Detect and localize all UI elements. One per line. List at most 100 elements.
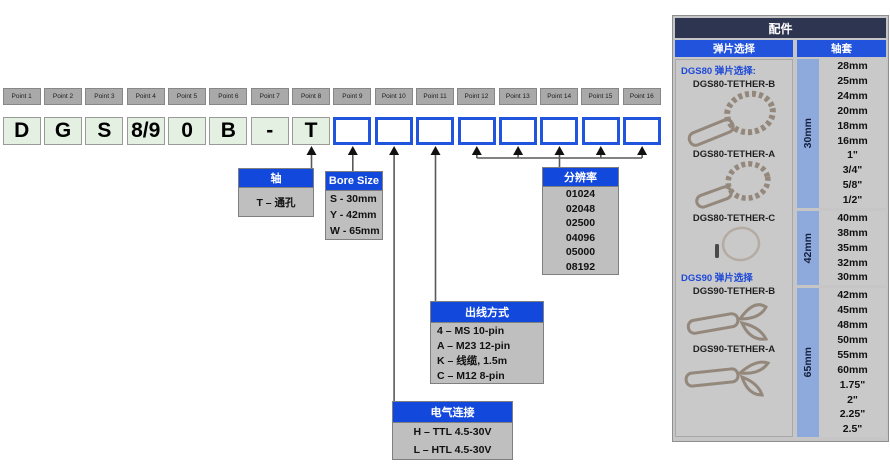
option-box-bore-size-rows: S - 30mm Y - 42mm W - 65mm bbox=[326, 191, 382, 239]
sleeve-band-label: 65mm bbox=[802, 347, 814, 378]
option-row: 08192 bbox=[565, 260, 596, 273]
code-slot bbox=[539, 117, 580, 145]
point-slot: Point 4 bbox=[125, 88, 166, 105]
option-row: A – M23 12-pin bbox=[437, 339, 511, 352]
option-box-shaft-rows: T – 通孔 bbox=[239, 188, 313, 216]
option-row: 01024 bbox=[565, 188, 596, 201]
code-box: 0 bbox=[168, 117, 207, 145]
option-row: 02048 bbox=[565, 202, 596, 215]
tether-item-label: DGS90-TETHER-B bbox=[692, 286, 776, 297]
code-slot bbox=[580, 117, 621, 145]
sleeve-band-label: 42mm bbox=[802, 232, 814, 264]
option-row: S - 30mm bbox=[330, 193, 377, 205]
empty-code-box bbox=[333, 117, 372, 145]
code-slot bbox=[332, 117, 373, 145]
sleeve-size: 2.5" bbox=[842, 423, 863, 436]
option-row: 02500 bbox=[565, 217, 596, 230]
sleeve-size: 35mm bbox=[837, 241, 868, 254]
point-tab: Point 11 bbox=[416, 88, 455, 105]
point-slot: Point 1 bbox=[1, 88, 42, 105]
sleeve-size: 42mm bbox=[837, 289, 868, 302]
option-row: H – TTL 4.5-30V bbox=[413, 426, 492, 438]
option-row: Y - 42mm bbox=[330, 209, 377, 221]
option-row: C – M12 8-pin bbox=[437, 369, 505, 382]
point-slot: Point 12 bbox=[456, 88, 497, 105]
point-slot: Point 9 bbox=[332, 88, 373, 105]
point-slot: Point 8 bbox=[290, 88, 331, 105]
point-tab: Point 9 bbox=[333, 88, 372, 105]
point-tab: Point 5 bbox=[168, 88, 207, 105]
empty-code-box bbox=[498, 117, 537, 145]
code-box: 8/9 bbox=[126, 117, 165, 145]
sleeve-size: 2.25" bbox=[839, 408, 866, 421]
point-tab: Point 4 bbox=[126, 88, 165, 105]
code-slot: 8/9 bbox=[125, 117, 166, 145]
code-box: B bbox=[209, 117, 248, 145]
tether-item-label: DGS90-TETHER-A bbox=[692, 344, 776, 355]
option-row: W - 65mm bbox=[330, 225, 380, 237]
tether-dgs80-a-icon bbox=[679, 160, 789, 212]
point-slot: Point 5 bbox=[166, 88, 207, 105]
sleeve-size: 1/2" bbox=[842, 194, 863, 207]
code-box: - bbox=[250, 117, 289, 145]
code-empty-group bbox=[332, 117, 663, 145]
sleeve-size: 24mm bbox=[837, 89, 868, 102]
option-box-shaft-title: 轴 bbox=[239, 169, 313, 188]
sleeve-size: 38mm bbox=[837, 226, 868, 239]
option-box-bore-size-title: Bore Size bbox=[326, 172, 382, 191]
tether-dgs90-a-icon bbox=[679, 355, 789, 397]
point-tab: Point 1 bbox=[2, 88, 41, 105]
empty-code-box bbox=[374, 117, 413, 145]
option-box-shaft: 轴 T – 通孔 bbox=[238, 168, 314, 217]
option-box-electrical-rows: H – TTL 4.5-30V L – HTL 4.5-30V bbox=[393, 423, 512, 459]
tether-column-header: 弹片选择 bbox=[675, 40, 793, 57]
option-row: 05000 bbox=[565, 246, 596, 259]
point-slot: Point 14 bbox=[538, 88, 579, 105]
sleeve-size: 25mm bbox=[837, 75, 868, 88]
sleeve-band-label: 30mm bbox=[802, 118, 814, 149]
code-slot bbox=[497, 117, 538, 145]
sleeve-size: 48mm bbox=[837, 319, 868, 332]
dgs80-section-label: DGS80 弹片选择: bbox=[681, 66, 756, 77]
tether-dgs80-b-icon bbox=[679, 90, 789, 148]
option-box-output-type-title: 出线方式 bbox=[431, 302, 543, 323]
sleeve-size: 16mm bbox=[837, 134, 868, 147]
point-tab: Point 16 bbox=[622, 88, 661, 105]
point-tab: Point 12 bbox=[457, 88, 496, 105]
empty-code-box bbox=[540, 117, 579, 145]
sleeve-size: 1" bbox=[847, 149, 858, 162]
sleeve-size: 60mm bbox=[837, 363, 868, 376]
option-row: T – 通孔 bbox=[256, 196, 296, 209]
point-slot: Point 2 bbox=[42, 88, 83, 105]
empty-code-box bbox=[581, 117, 620, 145]
code-slot: B bbox=[208, 117, 249, 145]
code-slot bbox=[373, 117, 414, 145]
code-filled-group: D G S 8/9 0 B - T bbox=[1, 117, 332, 145]
point-tab: Point 7 bbox=[250, 88, 289, 105]
code-slot: S bbox=[84, 117, 125, 145]
point-slot: Point 11 bbox=[414, 88, 455, 105]
sleeve-size: 55mm bbox=[837, 348, 868, 361]
code-row: D G S 8/9 0 B - T bbox=[1, 117, 663, 145]
option-row: K – 线缆, 1.5m bbox=[437, 355, 508, 367]
dgs90-section-label: DGS90 弹片选择 bbox=[681, 273, 753, 284]
option-row: L – HTL 4.5-30V bbox=[413, 444, 492, 456]
point-tab: Point 13 bbox=[498, 88, 537, 105]
sleeve-band-42mm: 42mm bbox=[797, 210, 819, 286]
code-slot: 0 bbox=[166, 117, 207, 145]
point-slot: Point 6 bbox=[208, 88, 249, 105]
accessories-body: DGS80 弹片选择: DGS80-TETHER-B DGS80-TETHER-… bbox=[675, 59, 886, 437]
point-tab: Point 3 bbox=[85, 88, 124, 105]
sleeve-size: 3/4" bbox=[842, 164, 863, 177]
accessories-panel-title: 配件 bbox=[675, 18, 886, 38]
tether-item-label: DGS80-TETHER-A bbox=[692, 149, 776, 160]
code-slot: G bbox=[42, 117, 83, 145]
empty-code-box bbox=[416, 117, 455, 145]
sleeve-size: 1.75" bbox=[839, 378, 866, 391]
